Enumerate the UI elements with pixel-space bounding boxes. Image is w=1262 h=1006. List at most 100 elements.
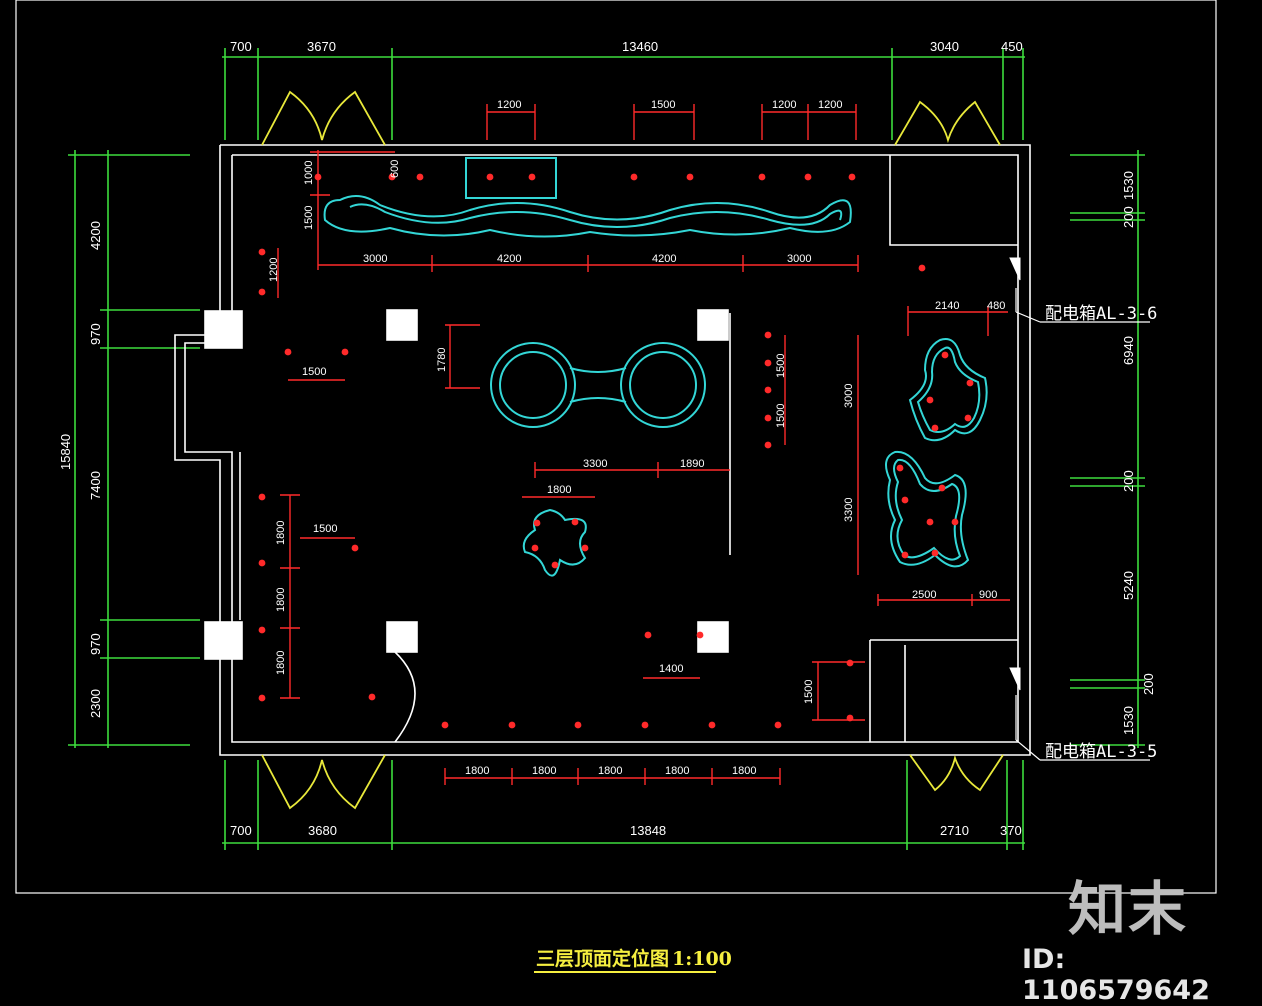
dim-misc-v-10: 1800 xyxy=(275,651,287,675)
dim-top-2: 3670 xyxy=(307,39,336,54)
light-fixture xyxy=(918,264,926,272)
light-fixture xyxy=(351,544,359,552)
light-fixture xyxy=(951,518,959,526)
light-fixture xyxy=(846,659,854,667)
light-fixture xyxy=(258,288,266,296)
dim-top-5: 450 xyxy=(1001,39,1023,54)
light-fixture xyxy=(901,551,909,559)
dim-left-3: 15840 xyxy=(58,434,73,470)
light-fixture xyxy=(926,518,934,526)
dim-bottom-3: 13848 xyxy=(630,823,666,838)
dim-misc-v-8: 1800 xyxy=(275,521,287,545)
drawing-title: 三层顶面定位图 xyxy=(536,947,669,970)
dim-misc-v-1: 600 xyxy=(389,160,401,178)
light-fixture xyxy=(368,693,376,701)
dim-misc-h-6: 2140 xyxy=(935,300,959,312)
dim-light-bottom-3: 1800 xyxy=(598,765,622,777)
dim-light-top-1: 1200 xyxy=(497,99,521,111)
light-fixture xyxy=(258,694,266,702)
light-fixture xyxy=(686,173,694,181)
dim-feature-4: 3000 xyxy=(787,253,811,265)
light-fixture xyxy=(696,631,704,639)
light-fixture xyxy=(341,348,349,356)
panel-label-al-3-5: 配电箱AL-3-5 xyxy=(1045,742,1157,762)
dim-misc-v-12: 3300 xyxy=(843,498,855,522)
walls xyxy=(174,144,1031,756)
light-fixture xyxy=(764,414,772,422)
light-fixture xyxy=(641,721,649,729)
light-fixture xyxy=(708,721,716,729)
light-fixture xyxy=(926,396,934,404)
doors xyxy=(261,90,1004,810)
light-fixture xyxy=(941,351,949,359)
dim-right-6: 200 xyxy=(1141,673,1156,695)
dim-light-bottom-5: 1800 xyxy=(732,765,756,777)
dim-light-top-3: 1200 xyxy=(772,99,796,111)
dim-misc-h-3: 1890 xyxy=(680,458,704,470)
light-fixture xyxy=(581,544,589,552)
light-fixture xyxy=(314,173,322,181)
dim-left-6: 2300 xyxy=(88,689,103,718)
light-fixture xyxy=(774,721,782,729)
dim-misc-v-6: 1500 xyxy=(775,354,787,378)
panel-markers xyxy=(1009,257,1150,761)
light-fixture xyxy=(528,173,536,181)
light-fixture xyxy=(931,424,939,432)
light-fixture xyxy=(258,248,266,256)
dim-bottom-4: 2710 xyxy=(940,823,969,838)
dim-misc-v-13: 1500 xyxy=(803,680,815,704)
dim-right-5: 5240 xyxy=(1121,571,1136,600)
dim-light-top-4: 1200 xyxy=(818,99,842,111)
dim-light-bottom-1: 1800 xyxy=(465,765,489,777)
light-fixture xyxy=(388,173,396,181)
dim-left-2: 970 xyxy=(88,323,103,345)
dim-bottom-1: 700 xyxy=(230,823,252,838)
light-fixture xyxy=(571,518,579,526)
dim-bottom-5: 370 xyxy=(1000,823,1022,838)
lighting-dimension-lines xyxy=(277,104,1010,785)
dim-misc-h-4: 1800 xyxy=(547,484,571,496)
dim-right-7: 1530 xyxy=(1121,706,1136,735)
dim-misc-v-3: 1500 xyxy=(303,206,315,230)
light-fixture xyxy=(931,549,939,557)
panel-label-al-3-6: 配电箱AL-3-6 xyxy=(1045,304,1157,324)
dim-feature-3: 4200 xyxy=(652,253,676,265)
light-fixture xyxy=(630,173,638,181)
light-fixture xyxy=(764,386,772,394)
dim-misc-v-4: 1200 xyxy=(268,258,280,282)
light-fixture xyxy=(758,173,766,181)
dim-misc-v-2: 1000 xyxy=(303,161,315,185)
dim-feature-1: 3000 xyxy=(363,253,387,265)
light-fixture xyxy=(258,559,266,567)
dim-top-1: 700 xyxy=(230,39,252,54)
dim-right-2: 200 xyxy=(1121,206,1136,228)
dim-misc-v-7: 1500 xyxy=(775,404,787,428)
dim-light-bottom-4: 1800 xyxy=(665,765,689,777)
watermark-id: ID: 1106579642 xyxy=(1022,944,1210,1006)
light-fixture xyxy=(644,631,652,639)
dim-right-3: 6940 xyxy=(1121,336,1136,365)
light-fixture xyxy=(416,173,424,181)
dim-left-4: 7400 xyxy=(88,471,103,500)
light-fixture xyxy=(966,379,974,387)
light-fixture xyxy=(533,519,541,527)
dim-misc-h-8: 2500 xyxy=(912,589,936,601)
dim-misc-h-10: 1400 xyxy=(659,663,683,675)
light-fixture xyxy=(938,484,946,492)
light-fixture xyxy=(846,714,854,722)
dim-misc-v-11: 3000 xyxy=(843,384,855,408)
dim-misc-h-1: 1500 xyxy=(302,366,326,378)
light-fixture xyxy=(441,721,449,729)
light-fixture xyxy=(258,626,266,634)
dim-misc-v-5: 1780 xyxy=(436,348,448,372)
light-fixture xyxy=(284,348,292,356)
dim-misc-h-5: 1500 xyxy=(313,523,337,535)
dim-top-4: 3040 xyxy=(930,39,959,54)
dim-misc-v-9: 1800 xyxy=(275,588,287,612)
dim-misc-h-2: 3300 xyxy=(583,458,607,470)
dim-top-3: 13460 xyxy=(622,39,658,54)
light-fixture xyxy=(486,173,494,181)
dim-left-5: 970 xyxy=(88,633,103,655)
light-fixture xyxy=(551,561,559,569)
